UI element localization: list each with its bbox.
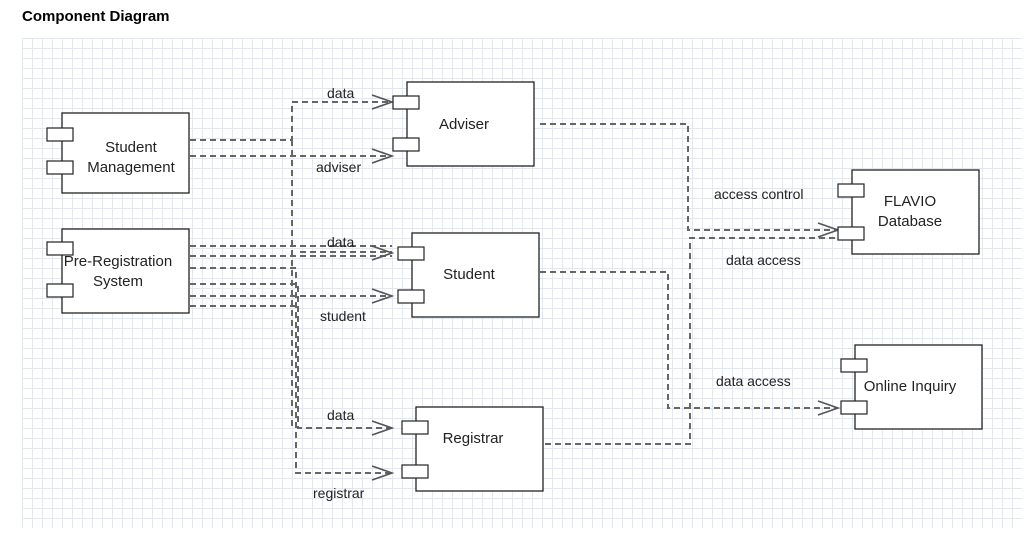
edge-label-registrar-data: data: [327, 407, 354, 423]
component-port: [840, 358, 868, 373]
arrowhead: [371, 288, 395, 304]
component-student-management[interactable]: Student Management: [46, 112, 190, 194]
component-port: [46, 127, 74, 142]
component-adviser[interactable]: Adviser: [392, 81, 535, 167]
arrowhead: [817, 400, 841, 416]
component-registrar[interactable]: Registrar: [401, 406, 544, 492]
dep-student-inquiry: [540, 271, 838, 409]
edge-label-adviser-data: data: [327, 85, 354, 101]
component-name: System: [93, 273, 143, 290]
component-port: [401, 464, 429, 479]
component-port: [840, 400, 868, 415]
edge-label-db-data-access: data access: [726, 252, 801, 268]
component-name: Management: [87, 159, 175, 176]
component-port: [46, 160, 74, 175]
component-name: Student: [443, 266, 496, 283]
edge-label-student: student: [320, 308, 366, 324]
component-name: FLAVIO: [884, 193, 936, 210]
component-name: Adviser: [439, 116, 489, 133]
dep-adviser-db: [540, 123, 838, 231]
diagram-title: Component Diagram: [22, 8, 170, 25]
dependency-lines: [190, 101, 838, 474]
component-port: [392, 137, 420, 152]
component-name: Student: [105, 139, 158, 156]
edge-label-inquiry-data-access: data access: [716, 373, 791, 389]
component-port: [401, 420, 429, 435]
dep-registrar-db: [545, 237, 838, 445]
component-port: [46, 283, 74, 298]
arrowhead: [371, 148, 395, 164]
component-flavio-database[interactable]: FLAVIO Database: [837, 169, 980, 255]
arrowhead: [371, 420, 395, 436]
arrowhead: [371, 465, 395, 481]
edge-label-access-control: access control: [714, 186, 803, 202]
component-name: Database: [878, 213, 942, 230]
edge-label-registrar: registrar: [313, 485, 365, 501]
dep-pr-4: [190, 283, 392, 429]
edge-label-student-data: data: [327, 234, 354, 250]
component-online-inquiry[interactable]: Online Inquiry: [840, 344, 983, 430]
component-pre-registration-system[interactable]: Pre-Registration System: [46, 228, 190, 314]
component-port: [397, 246, 425, 261]
edge-labels: data adviser data student data registrar…: [313, 85, 803, 501]
arrowhead: [371, 245, 395, 261]
dep-sm-adviser-data: [190, 101, 392, 141]
edge-label-adviser: adviser: [316, 159, 361, 175]
component-port: [46, 241, 74, 256]
component-name: Registrar: [443, 430, 504, 447]
dep-pr-3: [190, 267, 392, 474]
component-port: [837, 183, 865, 198]
component-port: [397, 289, 425, 304]
component-student[interactable]: Student: [397, 232, 540, 318]
component-name: Pre-Registration: [64, 253, 172, 270]
component-port: [837, 226, 865, 241]
arrowhead: [371, 94, 395, 110]
component-name: Online Inquiry: [864, 378, 957, 395]
component-port: [392, 95, 420, 110]
